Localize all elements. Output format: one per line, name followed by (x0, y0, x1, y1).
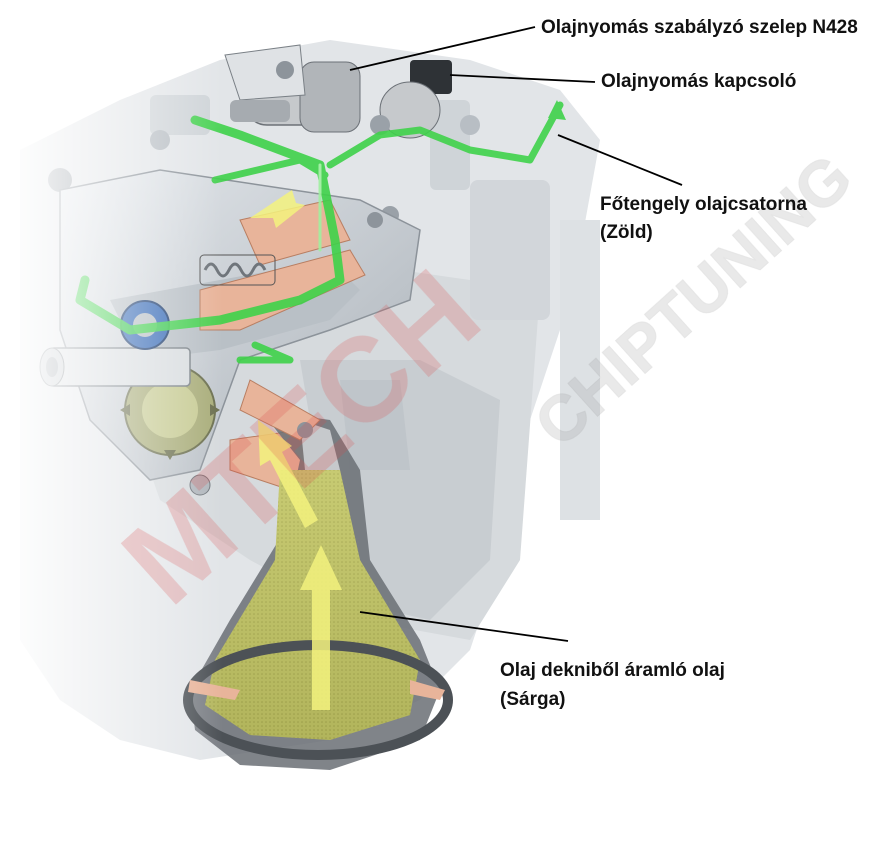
label-crankshaft-channel: Főtengely olajcsatorna (600, 194, 807, 215)
leader-line-crank (557, 134, 683, 186)
leader-line-valve (349, 26, 536, 71)
label-pressure-switch: Olajnyomás kapcsoló (601, 71, 797, 92)
leader-lines (349, 26, 683, 642)
leader-line-pan (359, 611, 569, 642)
label-crankshaft-channel-color: (Zöld) (600, 222, 653, 243)
label-pressure-control-valve: Olajnyomás szabályzó szelep N428 (541, 17, 858, 38)
label-oil-pan-flow: Olaj dekniből áramló olaj (500, 660, 725, 681)
leader-line-switch (449, 74, 596, 83)
label-oil-pan-flow-color: (Sárga) (500, 689, 566, 710)
